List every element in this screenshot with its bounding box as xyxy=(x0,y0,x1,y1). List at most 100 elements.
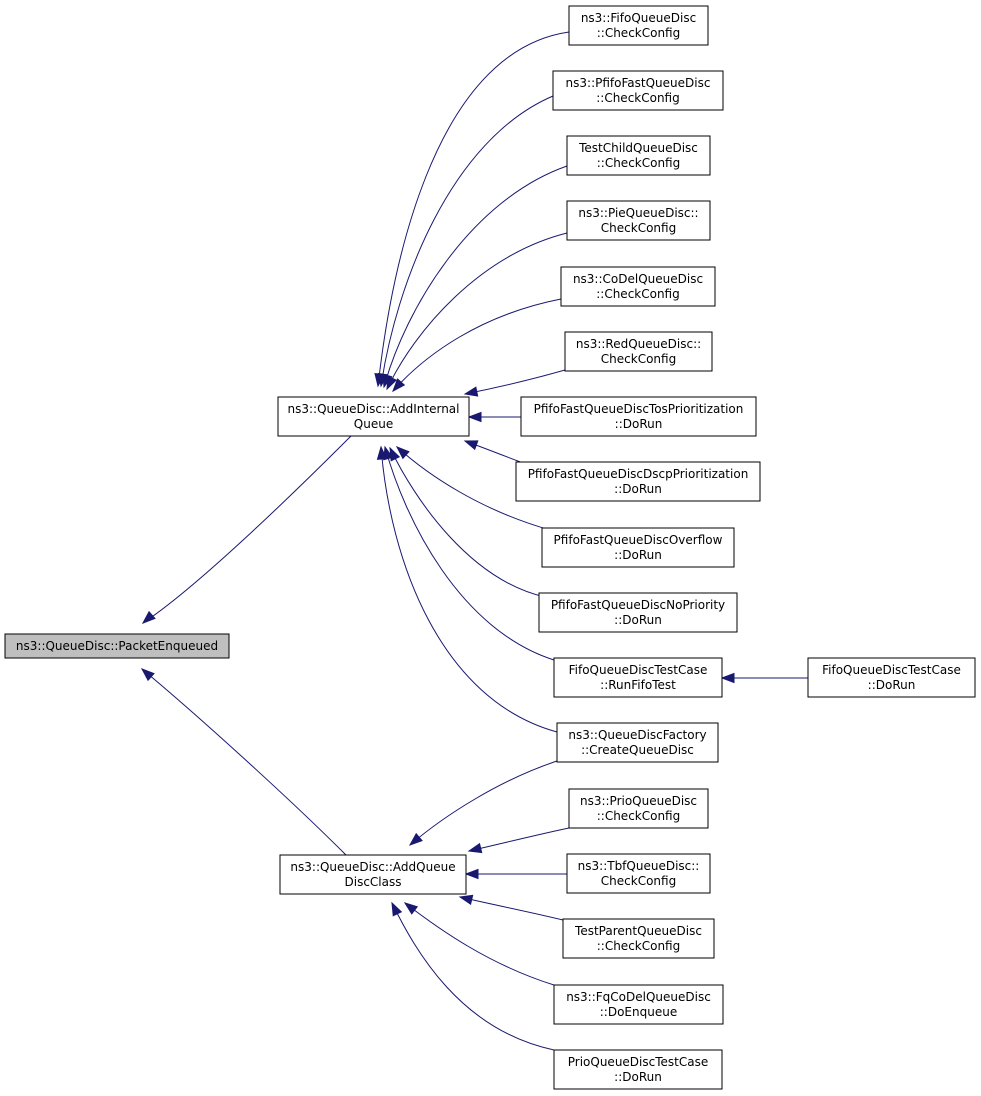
nodes-layer: ns3::QueueDisc::PacketEnqueuedns3::Queue… xyxy=(4,5,976,1090)
edge-line xyxy=(384,446,555,661)
node-box xyxy=(566,853,711,894)
node-box xyxy=(556,722,719,763)
arrowhead xyxy=(464,868,479,880)
node-box xyxy=(553,984,724,1025)
node-label-line: FifoQueueDiscTestCase xyxy=(569,663,708,677)
edge-add_queue_disc_class-to-packet_enqueued xyxy=(140,668,347,856)
edge-line xyxy=(404,902,555,986)
edge-line xyxy=(464,369,566,395)
edge-line xyxy=(377,31,570,387)
arrowhead xyxy=(403,902,419,915)
node-box xyxy=(566,135,711,176)
edge-factory_create_queue_disc-to-add_queue_disc_class xyxy=(408,760,558,846)
arrowhead xyxy=(386,375,398,391)
node-label-line: ::CheckConfig xyxy=(597,156,681,170)
node-label-line: ::DoRun xyxy=(614,548,662,562)
arrowhead xyxy=(141,610,156,624)
arrowhead xyxy=(140,668,155,682)
node-fifo-test-do-run[interactable]: FifoQueueDiscTestCase::DoRun xyxy=(807,657,976,698)
node-box xyxy=(568,788,709,829)
edge-line xyxy=(389,447,546,598)
edge-line xyxy=(396,446,551,531)
node-label-line: ns3::QueueDisc::AddInternal xyxy=(288,402,460,416)
node-label-line: ::DoRun xyxy=(614,613,662,627)
edge-line xyxy=(383,165,568,388)
node-fq-codel-do-enqueue[interactable]: ns3::FqCoDelQueueDisc::DoEnqueue xyxy=(553,984,724,1025)
edge-test_child_check_config-to-add_internal_queue xyxy=(382,165,568,389)
node-label-line: CheckConfig xyxy=(601,352,676,366)
node-box xyxy=(277,396,470,437)
node-label-line: ::CheckConfig xyxy=(596,91,680,105)
node-label-line: ns3::PrioQueueDisc xyxy=(580,794,697,808)
arrowhead xyxy=(408,832,423,846)
node-label-line: ::DoRun xyxy=(614,1070,662,1084)
edges-layer xyxy=(140,31,808,1051)
node-pfifo-no-priority-do-run[interactable]: PfifoFastQueueDiscNoPriority::DoRun xyxy=(538,592,738,633)
edge-fq_codel_do_enqueue-to-add_queue_disc_class xyxy=(403,902,555,986)
node-label-line: PfifoFastQueueDiscNoPriority xyxy=(551,598,725,612)
node-label-line: ::CheckConfig xyxy=(597,809,681,823)
node-codel-check-config[interactable]: ns3::CoDelQueueDisc::CheckConfig xyxy=(560,266,716,307)
node-label-line: ns3::FifoQueueDisc xyxy=(581,11,696,25)
node-label-line: ns3::QueueDisc::AddQueue xyxy=(290,860,455,874)
edge-line xyxy=(468,827,570,852)
edge-factory_create_queue_disc-to-add_internal_queue xyxy=(376,445,558,733)
node-prio-test-do-run[interactable]: PrioQueueDiscTestCase::DoRun xyxy=(553,1049,723,1090)
node-label-line: ns3::TbfQueueDisc:: xyxy=(578,859,700,873)
edge-test_parent_check_config-to-add_queue_disc_class xyxy=(458,894,564,921)
node-box xyxy=(807,657,976,698)
node-label-line: ::CheckConfig xyxy=(597,939,681,953)
node-test-parent-check-config[interactable]: TestParentQueueDisc::CheckConfig xyxy=(562,918,715,959)
node-label-line: ns3::QueueDiscFactory xyxy=(568,728,706,742)
node-label-line: TestParentQueueDisc xyxy=(574,924,702,938)
arrowhead xyxy=(458,894,474,905)
node-pie-check-config[interactable]: ns3::PieQueueDisc::CheckConfig xyxy=(566,200,711,241)
node-box xyxy=(4,633,230,659)
node-label-line: CheckConfig xyxy=(601,874,676,888)
node-label-line: ns3::PfifoFastQueueDisc xyxy=(566,76,711,90)
node-label-line: PfifoFastQueueDiscOverflow xyxy=(554,533,723,547)
edge-line xyxy=(380,95,554,387)
node-box xyxy=(279,854,467,895)
edge-codel_check_config-to-add_internal_queue xyxy=(392,298,562,393)
node-fifo-check-config[interactable]: ns3::FifoQueueDisc::CheckConfig xyxy=(568,5,709,46)
arrowhead xyxy=(463,386,479,397)
node-pfifo-overflow-do-run[interactable]: PfifoFastQueueDiscOverflow::DoRun xyxy=(541,527,735,568)
node-label-line: ns3::CoDelQueueDisc xyxy=(573,272,703,286)
node-pfifo-tos-do-run[interactable]: PfifoFastQueueDiscTosPrioritization::DoR… xyxy=(520,396,757,437)
node-box xyxy=(560,266,716,307)
node-pfifo-dscp-do-run[interactable]: PfifoFastQueueDiscDscpPrioritization::Do… xyxy=(515,461,761,502)
edge-line xyxy=(459,896,564,921)
arrowhead xyxy=(391,901,403,917)
node-label-line: ns3::QueueDisc::PacketEnqueued xyxy=(16,639,218,653)
node-fifo-test-run-fifo-test[interactable]: FifoQueueDiscTestCase::RunFifoTest xyxy=(553,657,723,698)
node-label-line: ::CheckConfig xyxy=(596,287,680,301)
arrowhead xyxy=(720,672,735,684)
node-box xyxy=(566,200,711,241)
node-label-line: PfifoFastQueueDiscTosPrioritization xyxy=(534,402,744,416)
node-label-line: CheckConfig xyxy=(601,221,676,235)
edge-pie_check_config-to-add_internal_queue xyxy=(386,232,568,391)
node-box xyxy=(553,1049,723,1090)
node-factory-create-queue-disc[interactable]: ns3::QueueDiscFactory::CreateQueueDisc xyxy=(556,722,719,763)
node-label-line: DiscClass xyxy=(345,875,402,889)
edge-fifo_test_do_run-to-fifo_test_run_fifo_test xyxy=(720,672,808,684)
node-packet-enqueued: ns3::QueueDisc::PacketEnqueued xyxy=(4,633,230,659)
node-prio-check-config[interactable]: ns3::PrioQueueDisc::CheckConfig xyxy=(568,788,709,829)
arrowhead xyxy=(463,440,479,451)
node-box xyxy=(568,5,709,46)
node-pfifo-fast-check-config[interactable]: ns3::PfifoFastQueueDisc::CheckConfig xyxy=(552,70,724,111)
node-box xyxy=(541,527,735,568)
node-box xyxy=(515,461,761,502)
node-label-line: ::DoRun xyxy=(614,482,662,496)
node-label-line: ::DoRun xyxy=(615,417,663,431)
node-label-line: PrioQueueDiscTestCase xyxy=(568,1055,708,1069)
edge-red_check_config-to-add_internal_queue xyxy=(463,369,566,397)
node-test-child-check-config[interactable]: TestChildQueueDisc::CheckConfig xyxy=(566,135,711,176)
edge-line xyxy=(386,232,568,390)
node-box xyxy=(553,657,723,698)
node-red-check-config[interactable]: ns3::RedQueueDisc::CheckConfig xyxy=(564,331,713,372)
node-tbf-check-config[interactable]: ns3::TbfQueueDisc::CheckConfig xyxy=(566,853,711,894)
